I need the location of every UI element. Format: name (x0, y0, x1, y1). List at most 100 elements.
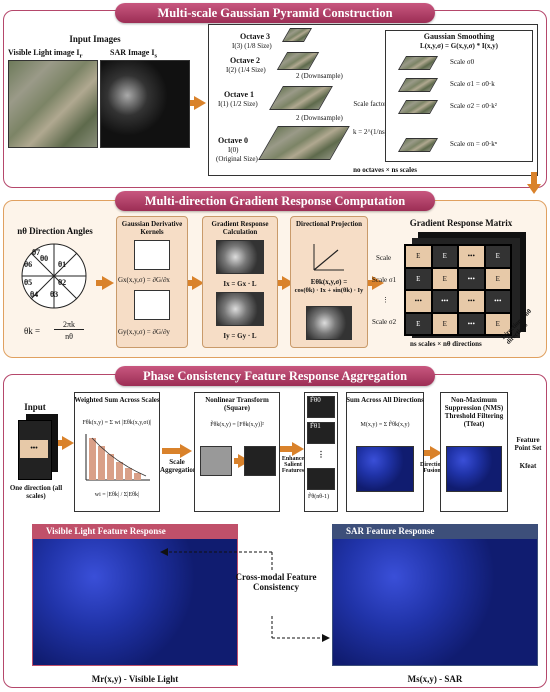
matrix-dots: ••• (459, 291, 484, 312)
downsample-label-2: 2 (Downsample) (296, 72, 343, 80)
scale-0-label: Scale σ0 (450, 58, 475, 66)
weighted-sum-box (74, 392, 160, 512)
theta-5: θ5 (24, 278, 33, 287)
matrix-row-label-0: Scale (376, 254, 392, 262)
gradient-title: Gradient Response Calculation (211, 220, 269, 236)
section-phase-title: Phase Consistency Feature Response Aggre… (115, 366, 435, 386)
nonlinear-formula: F̃θk(x,y) = [Fθk(x,y)]² (210, 422, 264, 428)
octave-0-formula: I(0) (228, 146, 239, 154)
gaussian-formula: L(x,y,σ) = G(x,y,σ) * I(x,y) (420, 42, 498, 50)
f-theta-1-label: F̃θ1 (310, 422, 321, 430)
arrow-shaft (424, 450, 432, 456)
octave-2-formula: I(2) (1/4 Size) (226, 66, 266, 74)
arrow-right-icon (372, 276, 384, 290)
cross-modal-label: Cross-modal Feature Consistency (235, 572, 317, 592)
arrow-shaft (96, 280, 104, 286)
sum-title: Sum Across All Directions (346, 396, 424, 404)
kfeat-label: Kfeat (519, 462, 537, 470)
weight-formula: wi = |Eθk| / Σ|Eθk| (94, 492, 140, 498)
arrow-shaft (190, 100, 196, 106)
theta-6: θ6 (24, 260, 33, 269)
sum-output-image (356, 446, 414, 492)
input-dots: ••• (30, 444, 38, 452)
downsample-label-1: 2 (Downsample) (296, 114, 343, 122)
ms-label: Ms(x,y) - SAR (407, 674, 463, 684)
weighted-title: Weighted Sum Across Scales (74, 396, 160, 404)
octave-3-name: Octave 3 (240, 32, 270, 41)
sar-response-image (332, 538, 538, 666)
matrix-cell: E (406, 246, 431, 267)
visible-light-image (8, 60, 98, 148)
kernel-title: Gaussian Derivative Kernels (121, 220, 183, 236)
matrix-dots: ••• (432, 291, 457, 312)
f-theta-0-label: F̃θ0 (310, 396, 321, 404)
octave-0-name: Octave 0 (218, 136, 248, 145)
kernel-gx-formula: Gx(x,y,σ) = ∂G/∂x (118, 276, 170, 284)
section-pyramid-title: Multi-scale Gaussian Pyramid Constructio… (115, 3, 435, 23)
sum-formula: M(x,y) = Σ F̃θk(x,y) (360, 422, 410, 428)
visible-response-image (32, 538, 238, 666)
theta-2: θ2 (58, 278, 67, 287)
matrix-title: Gradient Response Matrix (409, 218, 513, 228)
nms-output-image (446, 446, 502, 492)
arrow-right-icon (292, 442, 304, 456)
matrix-row-label-3: Scale σ2 (372, 318, 397, 326)
input-images-label: Input Images (69, 34, 121, 44)
matrix-cell: E (406, 268, 431, 289)
kernel-gy-formula: Gy(x,y,σ) = ∂G/∂y (118, 328, 170, 336)
feature-point-set-label: Feature Point Set (514, 436, 542, 452)
weighted-bar-chart (85, 434, 150, 481)
arrow-shaft (278, 280, 284, 286)
iy-image (216, 292, 264, 326)
ix-image (216, 240, 264, 274)
theta-0: θ0 (40, 254, 49, 263)
nms-title: Non-Maximum Suppression (NMS) Threshold … (444, 396, 504, 428)
matrix-cell: E (485, 246, 510, 267)
pyramid-footer: no octaves × ns scales (353, 166, 417, 174)
kernel-gx-grid (134, 240, 170, 270)
scale-aggregation-label: Scale Aggregation (160, 458, 197, 474)
matrix-grid: E E ••• E E E ••• E ••• ••• ••• ••• E E … (404, 244, 512, 336)
theta-3: θ3 (50, 290, 59, 299)
matrix-dots: ••• (459, 246, 484, 267)
matrix-cell: E (485, 268, 510, 289)
arrow-shaft (368, 280, 374, 286)
scale-2-label: Scale σ2 = σ0·k² (450, 102, 497, 110)
kernel-box (116, 216, 188, 348)
f-theta-dots: ⋮ (317, 450, 325, 459)
arrow-right-icon (194, 96, 206, 110)
arrow-down-icon (527, 184, 541, 194)
matrix-dots: ••• (485, 291, 510, 312)
octave-1-name: Octave 1 (224, 90, 254, 99)
scale-n-label: Scale σn = σ0·kⁿ (450, 140, 497, 148)
matrix-dots: ••• (406, 291, 431, 312)
section-gradient-title: Multi-direction Gradient Response Comput… (115, 191, 435, 211)
projection-vector-icon (313, 244, 344, 271)
matrix-row-label-1: Scale σ1 (372, 276, 397, 284)
one-direction-label: One direction (all scales) (9, 484, 63, 500)
scale-factor-formula: k = 2^(1/ns) (352, 128, 388, 136)
matrix-cell: E (406, 313, 431, 334)
projection-formula-1: Eθk(x,y,σ) = (310, 278, 348, 286)
arrow-shaft (162, 448, 182, 454)
arrow-shaft (58, 440, 64, 446)
direction-circle-diagram (21, 243, 87, 309)
weighted-formula: Fθk(x,y) = Σ wi |Eθk(x,y,σi)| (82, 420, 152, 426)
f-theta-n-image (307, 468, 335, 490)
sar-image-label: SAR Image Is (110, 48, 158, 60)
arrow-right-icon (62, 436, 74, 450)
enhance-label: Enhance Salient Features (281, 456, 305, 474)
octave-2-name: Octave 2 (230, 56, 260, 65)
sar-image (100, 60, 190, 148)
sar-response-header: SAR Feature Response (332, 524, 538, 538)
visible-response-header: Visible Light Feature Response (32, 524, 238, 538)
matrix-cell: E (485, 313, 510, 334)
gradient-box (202, 216, 278, 348)
scale-factor-label: Scale factor (353, 100, 387, 108)
direction-title: nθ Direction Angles (17, 226, 93, 236)
scale-1-label: Scale σ1 = σ0·k (450, 80, 495, 88)
input-label: Input (24, 402, 46, 412)
iy-formula: Iy = Gy · L (223, 332, 257, 340)
arrow-right-icon (180, 444, 192, 458)
f-theta-1-image (307, 422, 335, 444)
